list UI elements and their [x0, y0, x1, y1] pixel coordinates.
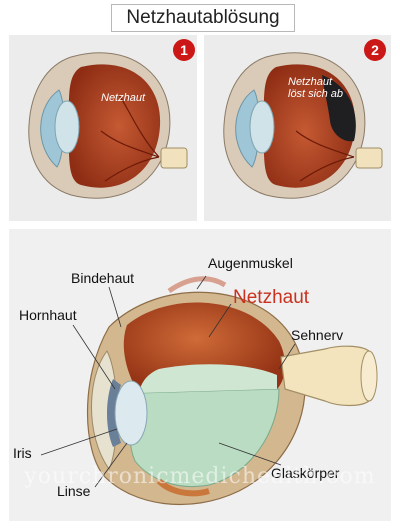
- label-hornhaut: Hornhaut: [19, 307, 77, 323]
- eye-illustration-detached: [223, 52, 383, 199]
- panel-normal-eye: 1 Netzhaut: [9, 35, 197, 221]
- page-title: Netzhautablösung: [111, 4, 295, 32]
- label-iris: Iris: [13, 445, 32, 461]
- label-augenmuskel: Augenmuskel: [208, 255, 293, 271]
- panel-detached-eye: 2 Netzhaut löst sich ab: [204, 35, 391, 221]
- eye-anatomy-illustration: [40, 275, 378, 506]
- panel-eye-anatomy: Augenmuskel Bindehaut Netzhaut Hornhaut …: [9, 229, 391, 521]
- label-bindehaut: Bindehaut: [71, 270, 135, 286]
- label-linse: Linse: [57, 483, 91, 499]
- watermark: yourchronicmedichealth.com: [24, 464, 376, 489]
- label-netzhaut: Netzhaut: [233, 287, 310, 308]
- detached-label-line1: Netzhaut: [288, 76, 333, 88]
- eye-illustration-normal: [28, 52, 188, 199]
- badge-two: 2: [364, 39, 386, 61]
- netzhaut-label-normal: Netzhaut: [101, 92, 146, 104]
- label-sehnerv: Sehnerv: [291, 327, 344, 343]
- badge-one: 1: [173, 39, 195, 61]
- detached-label-line2: löst sich ab: [288, 88, 344, 100]
- label-glaskoerper: Glaskörper: [271, 465, 340, 481]
